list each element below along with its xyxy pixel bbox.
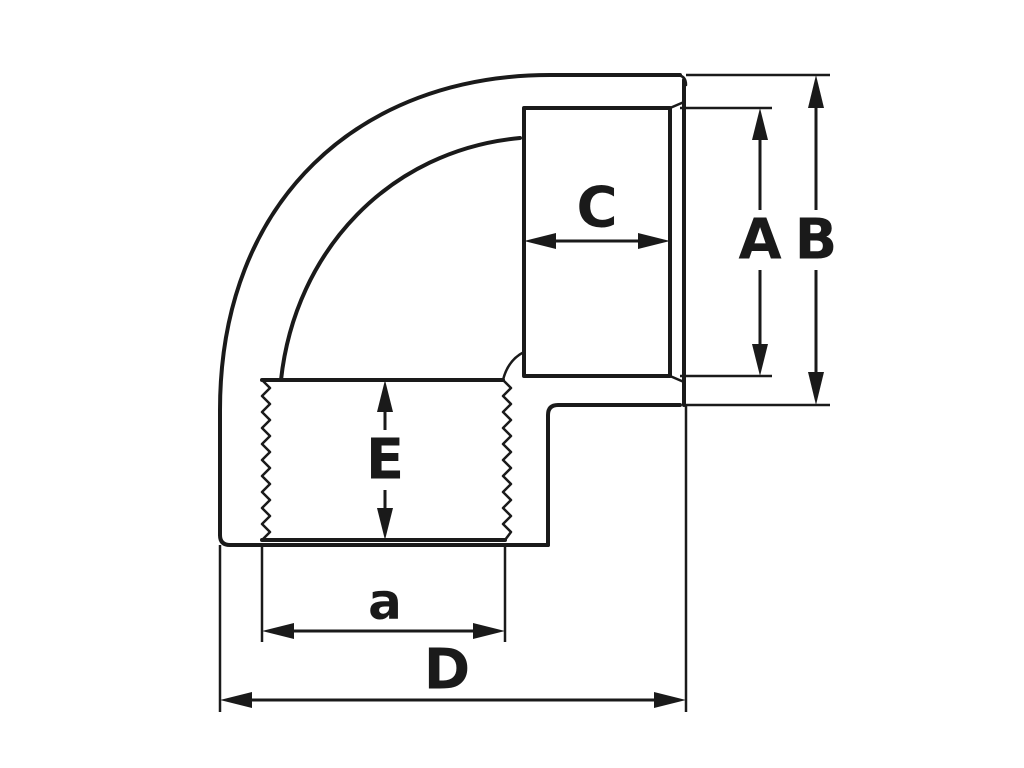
dim-A-arrow-top — [752, 108, 768, 140]
dim-a-arrow-left — [262, 623, 294, 639]
dim-D-label: D — [424, 638, 470, 703]
dimension-D: D — [220, 638, 686, 708]
dimension-B: B — [795, 75, 838, 405]
dim-D-arrow-right — [654, 692, 686, 708]
inner-fillet — [501, 350, 526, 382]
outer-bend-wall — [218, 73, 682, 537]
dim-B-label: B — [795, 208, 838, 273]
dim-A-arrow-bottom — [752, 344, 768, 376]
extension-lines — [218, 73, 830, 712]
dim-D-arrow-left — [220, 692, 252, 708]
dim-E-label-gap — [363, 430, 407, 490]
inner-step-wall — [546, 403, 682, 547]
dim-B-label-gap — [796, 210, 836, 270]
thread-right-profile — [501, 378, 513, 542]
dim-E-arrow-top — [377, 380, 393, 412]
socket-end — [279, 100, 686, 384]
dimension-C: C — [524, 176, 670, 249]
dim-C-arrow-right — [638, 233, 670, 249]
dim-A-label-gap — [738, 210, 782, 270]
dim-B-arrow-bottom — [808, 372, 824, 405]
inner-bend-wall — [279, 136, 522, 382]
threaded-end — [260, 378, 513, 542]
fitting-body — [218, 73, 688, 547]
dim-C-label: C — [576, 176, 617, 241]
socket-lip-line — [668, 100, 686, 384]
dimension-a: a — [262, 573, 505, 639]
dim-C-arrow-left — [524, 233, 556, 249]
dim-a-arrow-right — [473, 623, 505, 639]
right-end-tick-top — [674, 73, 688, 87]
thread-left-profile — [260, 378, 272, 542]
dimension-E: E — [363, 380, 407, 540]
outer-bottom-edge — [218, 533, 550, 547]
dim-B-arrow-top — [808, 75, 824, 108]
dim-E-label: E — [366, 428, 404, 493]
dim-E-arrow-bottom — [377, 508, 393, 540]
dim-A-label: A — [738, 208, 782, 273]
dim-a-label: a — [368, 573, 402, 631]
dimension-A: A — [738, 108, 782, 376]
socket-bore — [522, 106, 672, 378]
